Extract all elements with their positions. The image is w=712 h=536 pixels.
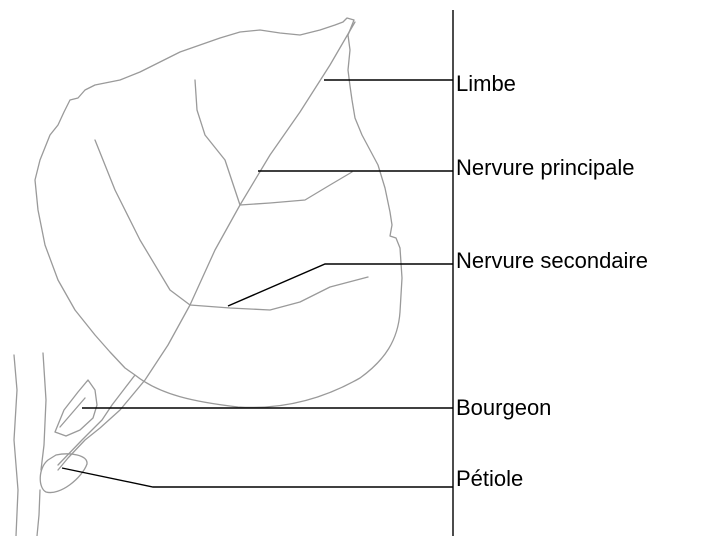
secondary-veins — [95, 80, 368, 310]
label-nervure-secondaire: Nervure secondaire — [456, 248, 648, 274]
label-limbe: Limbe — [456, 71, 516, 97]
label-bourgeon: Bourgeon — [456, 395, 551, 421]
label-petiole: Pétiole — [456, 466, 523, 492]
leader-nervure-secondaire — [228, 264, 453, 306]
leader-petiole — [62, 468, 453, 487]
stem-drawing — [14, 353, 46, 536]
leaf-blade-outline — [35, 18, 402, 465]
label-nervure-principale: Nervure principale — [456, 155, 635, 181]
